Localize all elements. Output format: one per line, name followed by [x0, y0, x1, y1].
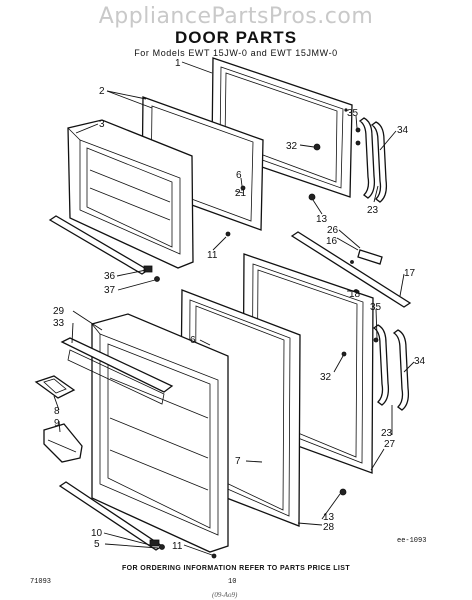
callout-7: 7	[235, 456, 241, 467]
callout-18: 18	[349, 289, 361, 300]
diagram-code: ee-1093	[397, 537, 427, 545]
callout-36: 36	[104, 271, 116, 282]
models-subtitle: For Models EWT 15JW-0 and EWT 15JMW-0	[134, 48, 338, 58]
callout-13: 13	[316, 214, 328, 225]
callout-34b: 34	[414, 356, 426, 367]
callout-13b: 13	[323, 512, 335, 523]
callout-37: 37	[104, 285, 116, 296]
callout-1: 1	[175, 58, 181, 69]
freezer-door-stop	[308, 193, 316, 201]
fresh-food-screw	[211, 553, 217, 559]
callout-6b: 6	[190, 335, 196, 346]
freezer-door-gasket	[211, 57, 353, 198]
freezer-shelf-bar	[48, 215, 153, 275]
shelf-bar-screw	[159, 544, 165, 550]
callout-9: 9	[54, 418, 60, 429]
callout-28: 28	[323, 522, 335, 533]
callout-10: 10	[91, 528, 103, 539]
page-title: DOOR PARTS	[174, 28, 298, 47]
freezer-screw	[154, 276, 160, 282]
callout-27: 27	[384, 439, 396, 450]
freezer-hinge	[355, 117, 388, 203]
form-code: 71093	[30, 578, 52, 586]
callout-35b: 35	[370, 302, 382, 313]
fresh-food-stop	[339, 488, 347, 496]
freezer-plug	[313, 143, 321, 151]
callout-11b: 11	[172, 541, 183, 552]
callout-16: 16	[326, 236, 338, 247]
callout-8: 8	[54, 406, 60, 417]
callout-23: 23	[367, 205, 379, 216]
callout-23b: 23	[381, 428, 393, 439]
callout-34: 34	[397, 125, 409, 136]
freezer-panel-screw	[225, 231, 231, 237]
door-bin	[60, 337, 174, 405]
callout-26: 26	[327, 225, 339, 236]
callout-21: 21	[235, 188, 247, 199]
freezer-door	[67, 119, 194, 269]
callout-5: 5	[94, 539, 100, 550]
callout-32: 32	[286, 141, 298, 152]
callout-33: 33	[53, 318, 65, 329]
callout-labels: 1 2 3 35 32 34 6 21 23 13 11 26 16 17 36…	[53, 58, 426, 552]
watermark: AppliancePartsPros.com	[98, 4, 374, 29]
fresh-food-hinge	[372, 324, 410, 411]
callout-2: 2	[99, 86, 105, 97]
butter-compartment-door	[34, 375, 76, 399]
callout-11: 11	[207, 250, 218, 261]
dairy-compartment-door	[43, 423, 83, 463]
callout-6: 6	[236, 170, 242, 181]
leader-lines	[53, 61, 415, 556]
callout-35: 35	[347, 108, 359, 119]
handwritten-note: (09-Ao9)	[212, 591, 238, 599]
callout-32b: 32	[320, 372, 332, 383]
callout-3: 3	[99, 119, 105, 130]
page-number: 10	[228, 578, 237, 586]
callout-29: 29	[53, 306, 65, 317]
ordering-note: FOR ORDERING INFORMATION REFER TO PARTS …	[121, 565, 351, 572]
callout-17: 17	[404, 268, 416, 279]
